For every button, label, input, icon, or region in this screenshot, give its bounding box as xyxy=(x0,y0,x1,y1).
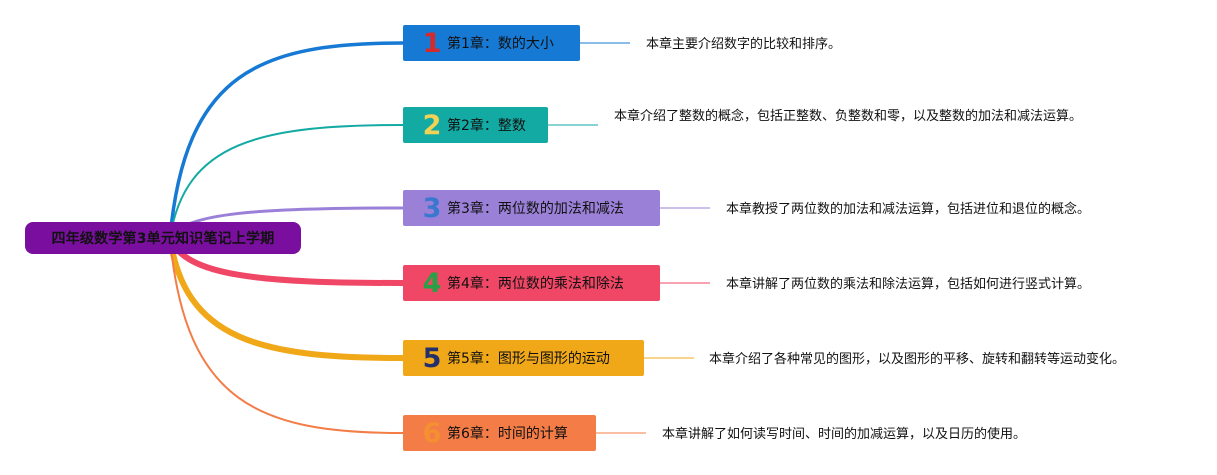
chapter-number-icon: 6 xyxy=(422,417,442,449)
chapter-title: 第4章：两位数的乘法和除法 xyxy=(447,276,624,292)
chapter-number-icon: 5 xyxy=(422,342,442,374)
chapter-number-icon: 4 xyxy=(422,267,442,299)
chapter-topic-1[interactable]: 1 第1章：数的大小 xyxy=(403,25,580,61)
branch-connector xyxy=(169,237,404,434)
chapter-description: 本章讲解了如何读写时间、时间的加减运算，以及日历的使用。 xyxy=(662,427,1027,442)
root-topic-label: 四年级数学第3单元知识笔记上学期 xyxy=(51,231,275,247)
chapter-description: 本章教授了两位数的加法和减法运算，包括进位和退位的概念。 xyxy=(726,202,1091,217)
chapter-title: 第1章：数的大小 xyxy=(447,36,554,52)
chapter-description: 本章主要介绍数字的比较和排序。 xyxy=(646,37,842,52)
chapter-number-icon: 3 xyxy=(422,192,442,224)
chapter-description: 本章讲解了两位数的乘法和除法运算，包括如何进行竖式计算。 xyxy=(726,277,1091,292)
chapter-description: 本章介绍了各种常见的图形，以及图形的平移、旋转和翻转等运动变化。 xyxy=(709,352,1126,367)
root-topic[interactable]: 四年级数学第3单元知识笔记上学期 xyxy=(25,222,301,254)
chapter-topic-2[interactable]: 2 第2章：整数 xyxy=(403,107,548,143)
chapter-title: 第5章：图形与图形的运动 xyxy=(447,351,610,367)
chapter-description: 本章介绍了整数的概念，包括正整数、负整数和零，以及整数的加法和减法运算。 xyxy=(614,109,1083,124)
chapter-topic-3[interactable]: 3 第3章：两位数的加法和减法 xyxy=(403,190,660,226)
chapter-title: 第6章：时间的计算 xyxy=(447,426,568,442)
branch-connector xyxy=(168,41,405,240)
branch-connector xyxy=(169,124,404,239)
chapter-topic-4[interactable]: 4 第4章：两位数的乘法和除法 xyxy=(403,265,660,301)
chapter-title: 第3章：两位数的加法和减法 xyxy=(447,201,624,217)
chapter-number-icon: 1 xyxy=(422,27,442,59)
chapter-title: 第2章：整数 xyxy=(447,118,526,134)
chapter-topic-6[interactable]: 6 第6章：时间的计算 xyxy=(403,415,596,451)
branch-connector xyxy=(167,235,406,361)
chapter-topic-5[interactable]: 5 第5章：图形与图形的运动 xyxy=(403,340,644,376)
chapter-number-icon: 2 xyxy=(422,109,442,141)
